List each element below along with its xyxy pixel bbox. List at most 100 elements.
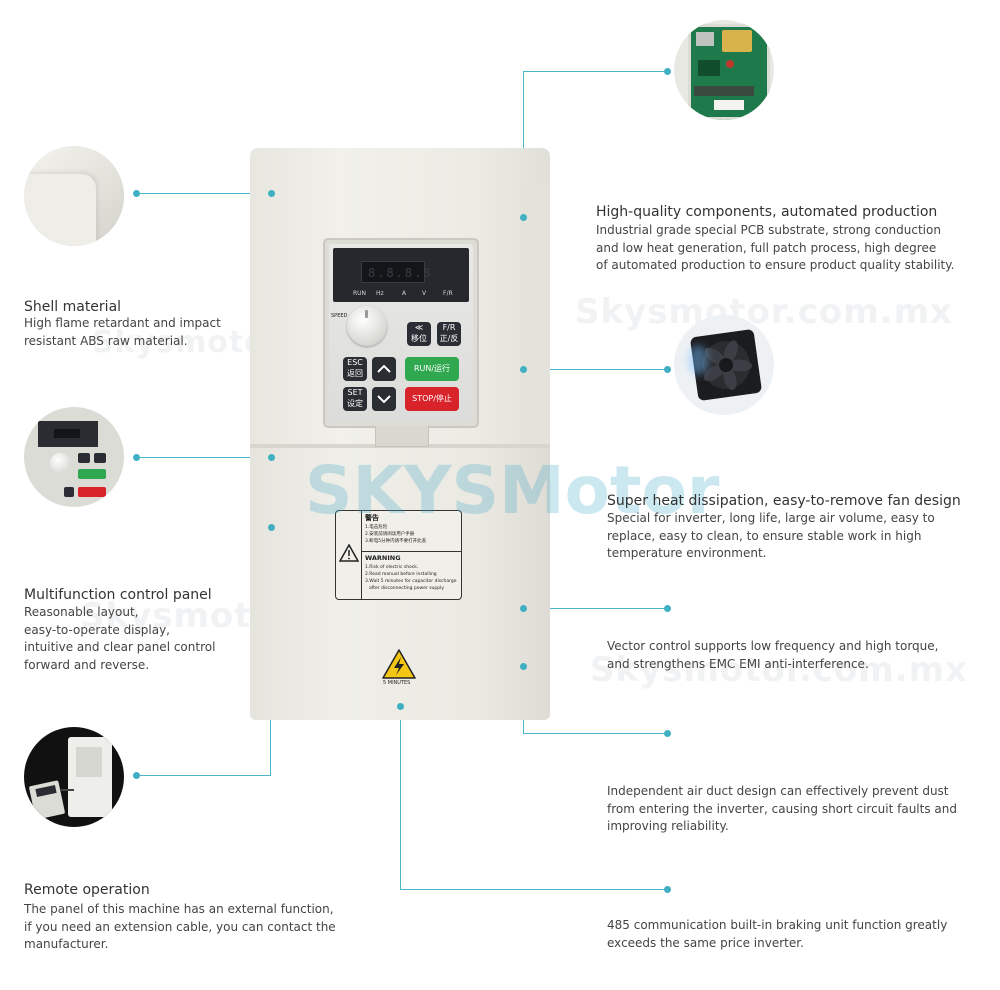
connector-dot — [663, 729, 671, 737]
desc-line: resistant ABS raw material. — [24, 333, 188, 348]
connector-dot — [519, 662, 527, 670]
label-cn-title: 警告 — [365, 514, 379, 522]
connector-line — [400, 706, 401, 890]
connector-dot — [663, 365, 671, 373]
desc-line: replace, easy to clean, to ensure stable… — [607, 528, 922, 543]
desc-line: Independent air duct design can effectiv… — [607, 784, 949, 798]
label-divider — [361, 551, 461, 552]
connector-dot — [267, 453, 275, 461]
label-side-divider — [361, 511, 362, 599]
shell-material-desc: High flame retardant and impact resistan… — [24, 315, 221, 350]
label-cn-line: 3.断电5分钟内请不要打开此盖 — [365, 539, 427, 544]
set-key[interactable]: SET 设定 — [343, 387, 367, 411]
control-panel: 8.8.8.8 RUN Hz A V F/R SPEED ≪ 移位 F/R 正/… — [323, 238, 479, 428]
desc-line: improving reliability. — [607, 819, 729, 833]
connector-dot — [663, 604, 671, 612]
desc-line: Industrial grade special PCB substrate, … — [596, 223, 941, 237]
control-panel-desc: Reasonable layout, easy-to-operate displ… — [24, 604, 215, 674]
connector-dot — [519, 365, 527, 373]
connector-line — [523, 733, 667, 734]
connector-line — [523, 369, 667, 370]
watermark-site: Skysmotor.com.mx — [575, 292, 953, 332]
label-en-line: 2.Read manual before installing — [365, 572, 437, 577]
remote-operation-title: Remote operation — [24, 882, 150, 898]
down-key[interactable] — [372, 387, 396, 411]
run-key[interactable]: RUN/运行 — [405, 357, 459, 381]
fr-key[interactable]: F/R 正/反 — [437, 322, 461, 346]
watermark-site: Skysmotor.com.mx — [590, 650, 968, 690]
connector-dot — [267, 189, 275, 197]
shell-material-title: Shell material — [24, 299, 122, 315]
esc-key-symbol: ESC — [347, 358, 363, 367]
connector-dot — [132, 189, 140, 197]
label-en-line: after disconnecting power supply — [369, 586, 445, 591]
panel-cable-slot — [375, 426, 429, 447]
connector-line — [400, 889, 667, 890]
display-window: 8.8.8.8 RUN Hz A V F/R — [333, 248, 469, 302]
desc-line: Special for inverter, long life, large a… — [607, 511, 935, 525]
label-en-line: 1.Risk of electric shock. — [365, 565, 419, 570]
stop-key[interactable]: STOP/停止 — [405, 387, 459, 411]
warning-triangle-icon — [339, 544, 359, 562]
desc-line: High flame retardant and impact — [24, 316, 221, 330]
connector-line — [136, 193, 271, 194]
esc-key-label: 返回 — [347, 369, 363, 378]
components-desc: Industrial grade special PCB substrate, … — [596, 222, 954, 275]
led-display: 8.8.8.8 — [361, 261, 431, 283]
warning-label: 警告 1.电击危险 2.安装前请阅读用户手册 3.断电5分钟内请不要打开此盖 W… — [335, 510, 462, 600]
speed-knob[interactable] — [347, 306, 387, 346]
connector-dot — [519, 604, 527, 612]
indicator-hz: Hz — [376, 290, 384, 297]
desc-line: temperature environment. — [607, 546, 767, 560]
shift-key-label: 移位 — [411, 334, 427, 343]
components-title: High-quality components, automated produ… — [596, 204, 938, 220]
set-key-symbol: SET — [347, 388, 363, 397]
vector-control-desc: Vector control supports low frequency an… — [607, 638, 938, 673]
control-panel-title: Multifunction control panel — [24, 587, 212, 603]
esc-key[interactable]: ESC 返回 — [343, 357, 367, 381]
label-cn-line: 2.安装前请阅读用户手册 — [365, 532, 415, 537]
indicator-a: A — [402, 290, 407, 297]
remote-operation-thumbnail — [24, 727, 124, 827]
led-digits: 8.8.8.8 — [368, 266, 433, 280]
connector-dot — [663, 67, 671, 75]
indicator-run: RUN — [353, 290, 367, 297]
high-voltage-icon — [382, 649, 416, 679]
desc-line: intuitive and clear panel control — [24, 640, 216, 654]
cooling-fan-thumbnail — [674, 315, 774, 415]
up-key[interactable] — [372, 357, 396, 381]
air-duct-desc: Independent air duct design can effectiv… — [607, 783, 957, 836]
desc-line: if you need an extension cable, you can … — [24, 919, 336, 934]
set-key-label: 设定 — [347, 399, 363, 408]
desc-line: from entering the inverter, causing shor… — [607, 801, 957, 816]
indicator-fr: F/R — [443, 290, 453, 297]
connector-line — [523, 608, 667, 609]
label-en-line: 3.Wait 5 minutes for capacitor discharge — [365, 579, 457, 584]
remote-operation-desc: The panel of this machine has an externa… — [24, 901, 336, 954]
desc-line: exceeds the same price inverter. — [607, 935, 804, 950]
connector-dot — [519, 213, 527, 221]
fr-key-label: 正/反 — [439, 334, 459, 343]
desc-line: and low heat generation, full patch proc… — [596, 240, 937, 255]
desc-line: The panel of this machine has an externa… — [24, 902, 334, 916]
speed-label: SPEED — [331, 313, 348, 319]
desc-line: and strengthens EMC EMI anti-interferenc… — [607, 656, 869, 671]
connector-line — [523, 71, 524, 217]
connector-dot — [132, 771, 140, 779]
connector-dot — [396, 702, 404, 710]
fan-title: Super heat dissipation, easy-to-remove f… — [607, 493, 961, 509]
watermark-brand: SKYSMotor — [305, 452, 720, 529]
connector-line — [136, 775, 271, 776]
desc-line: forward and reverse. — [24, 657, 150, 672]
connector-dot — [132, 453, 140, 461]
chevron-up-icon — [377, 364, 391, 373]
desc-line: Vector control supports low frequency an… — [607, 639, 939, 653]
shell-material-thumbnail — [24, 146, 124, 246]
desc-line: of automated production to ensure produc… — [596, 258, 955, 272]
pcb-thumbnail — [674, 20, 774, 120]
connector-dot — [663, 885, 671, 893]
shift-key[interactable]: ≪ 移位 — [407, 322, 431, 346]
chevron-down-icon — [377, 395, 391, 404]
fan-desc: Special for inverter, long life, large a… — [607, 510, 935, 563]
fan-icon — [702, 340, 752, 391]
